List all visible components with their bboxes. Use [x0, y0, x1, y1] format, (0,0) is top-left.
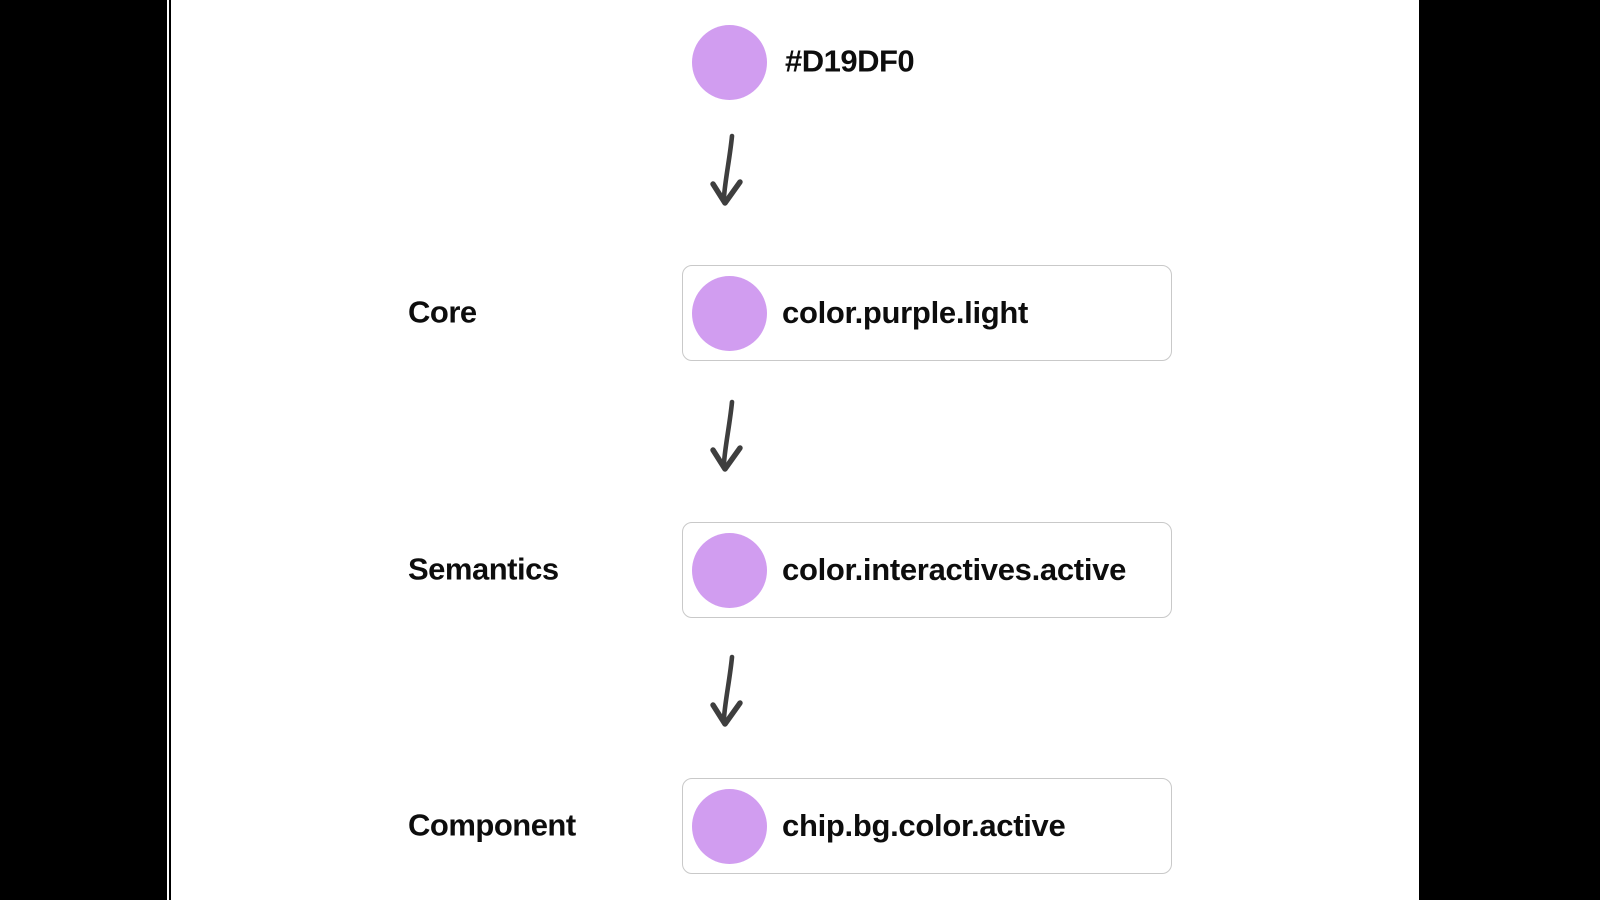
semantics-token-swatch: [692, 532, 767, 608]
window-edge-line: [169, 0, 171, 900]
token-box-core: color.purple.light: [682, 265, 1172, 361]
down-arrow-icon: [709, 399, 743, 485]
core-token-name: color.purple.light: [782, 295, 1029, 330]
component-token-name: chip.bg.color.active: [782, 808, 1066, 843]
letterbox-left-bar: [0, 0, 167, 900]
tier-label-semantics: Semantics: [408, 551, 559, 587]
core-token-swatch: [692, 275, 767, 351]
letterbox-right-bar: [1419, 0, 1600, 900]
down-arrow-icon: [709, 654, 743, 740]
token-box-component: chip.bg.color.active: [682, 778, 1172, 874]
tier-label-core: Core: [408, 294, 477, 330]
source-color-swatch: [692, 25, 767, 100]
source-hex-label: #D19DF0: [785, 43, 915, 79]
component-token-swatch: [692, 788, 767, 864]
semantics-token-name: color.interactives.active: [782, 552, 1127, 587]
down-arrow-icon: [709, 133, 743, 219]
token-box-semantics: color.interactives.active: [682, 522, 1172, 618]
tier-label-component: Component: [408, 807, 576, 843]
